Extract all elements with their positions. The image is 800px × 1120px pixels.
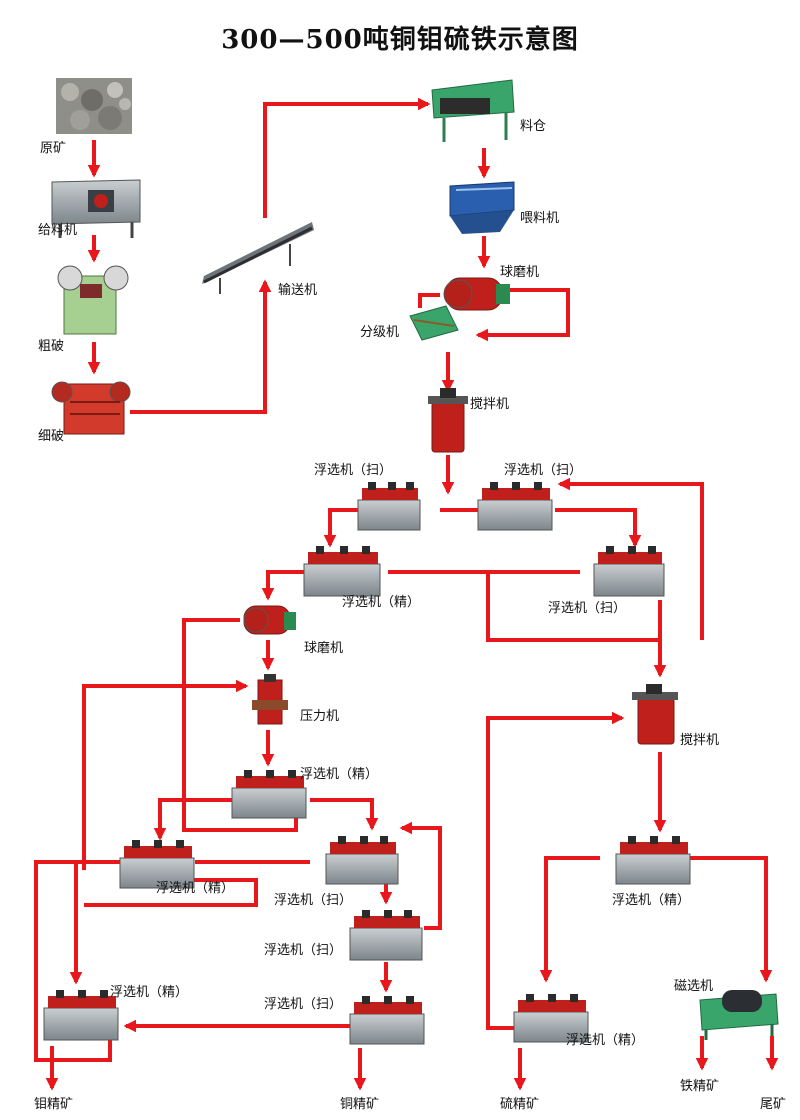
label-flotation-scavenger-h: 浮选机（扫） bbox=[264, 943, 342, 958]
label-flotation-scavenger-a: 浮选机（扫） bbox=[314, 463, 392, 478]
flow-lines bbox=[34, 97, 779, 1091]
label-flotation-cleaner-l: 浮选机（精） bbox=[566, 1033, 644, 1048]
flotation-cell-c bbox=[303, 546, 381, 597]
label-feeder-2: 喂料机 bbox=[520, 211, 559, 226]
belt-conveyor-machine bbox=[202, 222, 314, 294]
agitation-tank-1 bbox=[428, 388, 468, 453]
flotation-cell-j bbox=[349, 996, 425, 1045]
label-flotation-cleaner-k: 浮选机（精） bbox=[612, 893, 690, 908]
label-flotation-cleaner-f: 浮选机（精） bbox=[156, 881, 234, 896]
label-ball-mill-2: 球磨机 bbox=[304, 641, 343, 656]
label-flotation-scavenger-g: 浮选机（扫） bbox=[274, 893, 352, 908]
label-classifier: 分级机 bbox=[360, 325, 399, 340]
flotation-cell-d bbox=[593, 546, 665, 597]
flotation-cell-k bbox=[615, 836, 691, 885]
raw-ore-image bbox=[56, 78, 132, 134]
jaw-crusher-coarse bbox=[57, 265, 129, 335]
labels: 原矿 给料机 粗破 细破 输送机 料仓 喂料机 球磨机 分级机 搅拌机 浮选机（… bbox=[34, 119, 786, 1112]
label-fine-crush: 细破 bbox=[38, 429, 64, 444]
spiral-classifier-machine bbox=[409, 305, 459, 341]
label-flotation-scavenger-b: 浮选机（扫） bbox=[504, 463, 582, 478]
label-agitator-1: 搅拌机 bbox=[470, 396, 509, 412]
flotation-cell-f bbox=[119, 840, 195, 889]
flotation-cell-e bbox=[231, 770, 307, 819]
label-tailings: 尾矿 bbox=[760, 1097, 786, 1112]
ball-mill-machine-2 bbox=[243, 605, 296, 635]
label-iron-concentrate: 铁精矿 bbox=[680, 1079, 719, 1094]
flotation-cell-h bbox=[349, 910, 423, 961]
label-coarse-crush: 粗破 bbox=[38, 339, 64, 354]
label-flotation-cleaner-i: 浮选机（精） bbox=[110, 985, 188, 1000]
flotation-cell-a bbox=[357, 482, 421, 531]
ore-bin-machine bbox=[431, 79, 515, 142]
electromagnetic-feeder-machine bbox=[449, 181, 515, 234]
label-ball-mill-1: 球磨机 bbox=[500, 265, 539, 280]
flotation-cell-g bbox=[325, 836, 399, 885]
label-flotation-cleaner-c: 浮选机（精） bbox=[342, 595, 420, 610]
ball-mill-machine-1 bbox=[443, 277, 510, 311]
regrind-press-machine bbox=[252, 674, 288, 725]
label-press: 压力机 bbox=[300, 709, 339, 724]
label-flotation-scavenger-d: 浮选机（扫） bbox=[548, 601, 626, 616]
flotation-cell-l bbox=[513, 994, 589, 1043]
label-bin: 料仓 bbox=[520, 119, 546, 134]
jaw-crusher-fine bbox=[51, 381, 131, 435]
label-sulfur-concentrate: 硫精矿 bbox=[500, 1097, 539, 1112]
label-raw-ore: 原矿 bbox=[40, 141, 66, 156]
label-feeder-1: 给料机 bbox=[38, 223, 77, 238]
label-flotation-scavenger-j: 浮选机（扫） bbox=[264, 997, 342, 1012]
label-copper-concentrate: 铜精矿 bbox=[340, 1097, 379, 1112]
agitation-tank-2 bbox=[632, 684, 678, 745]
vibrating-feeder-machine bbox=[51, 179, 141, 238]
diagram-title: 300—500吨铜钼硫铁示意图 bbox=[221, 24, 579, 55]
flotation-cell-i bbox=[43, 990, 119, 1041]
label-magnetic-separator: 磁选机 bbox=[674, 979, 713, 994]
label-agitator-2: 搅拌机 bbox=[680, 732, 719, 748]
magnetic-separator-machine bbox=[699, 990, 779, 1040]
flotation-cell-b bbox=[477, 482, 553, 531]
label-flotation-cleaner-e: 浮选机（精） bbox=[300, 767, 378, 782]
label-molybdenum-concentrate: 钼精矿 bbox=[34, 1097, 73, 1112]
label-conveyor: 输送机 bbox=[278, 282, 317, 298]
